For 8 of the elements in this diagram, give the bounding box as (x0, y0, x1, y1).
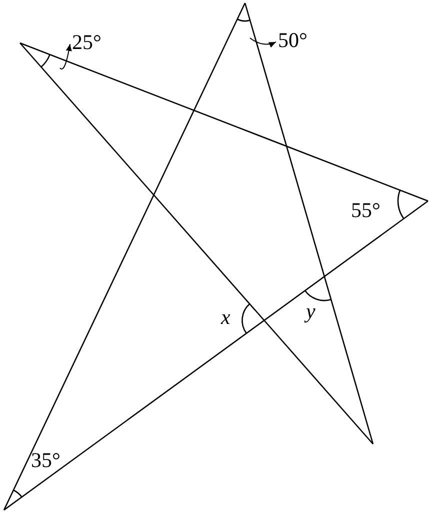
leader-arrow (60, 44, 72, 70)
angle-label: 25° (72, 31, 102, 53)
angle-label: 35° (31, 449, 60, 471)
leader-arrow (250, 38, 276, 48)
angle-variable: y (306, 300, 316, 322)
angle-label: 55° (351, 199, 380, 221)
angle-label: 50° (278, 29, 308, 51)
angle-variable: x (221, 306, 230, 328)
